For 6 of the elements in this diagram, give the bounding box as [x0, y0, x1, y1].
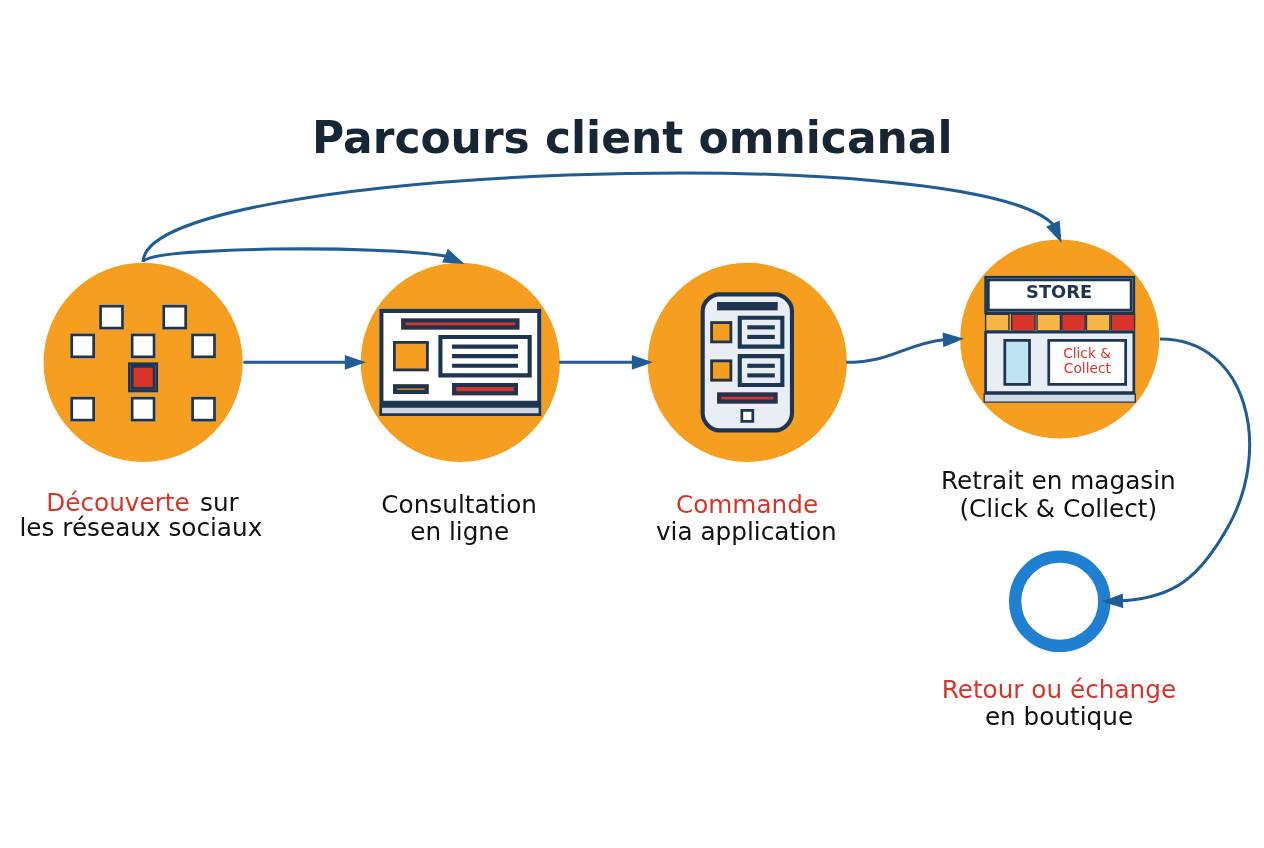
node-label: Retrait en magasin (Click & Collect) — [940, 466, 1176, 523]
node-label: Commande via application — [656, 489, 837, 547]
diagram-title: Parcours client omnicanal — [312, 111, 953, 163]
node-label: Consultation en ligne — [381, 489, 537, 547]
node-label: Retour ou échange en boutique — [941, 674, 1177, 732]
node-label: Découverte sur les réseaux sociaux — [19, 488, 263, 542]
